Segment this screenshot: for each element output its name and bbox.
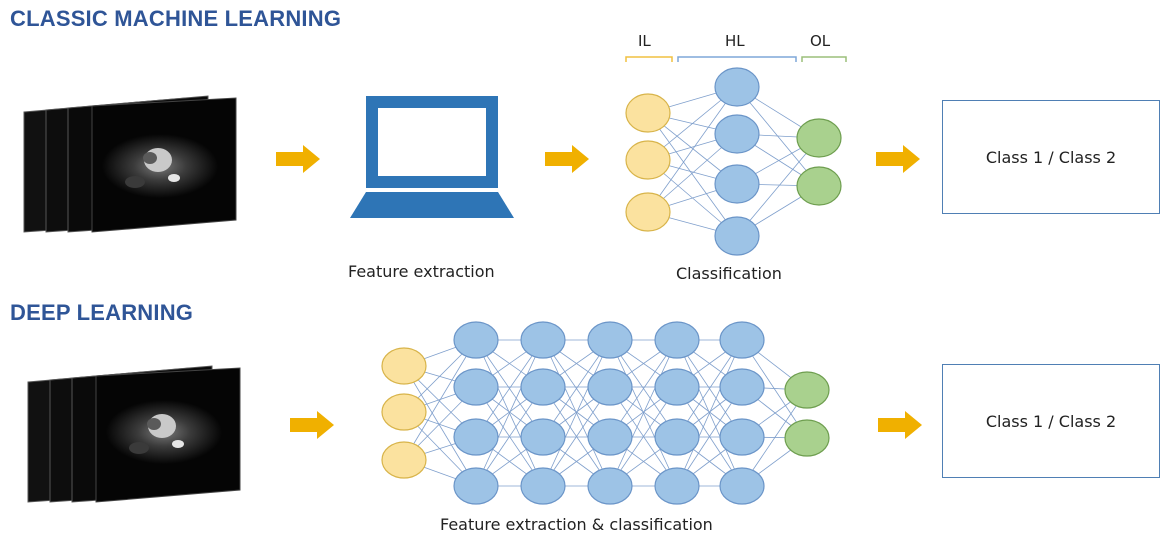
deep-connection	[542, 386, 611, 487]
deep-hidden-node	[719, 321, 765, 359]
output-layer-label: OL	[810, 32, 831, 50]
deep-connection	[676, 386, 743, 487]
deep-hidden-node	[453, 418, 499, 456]
deep-output-node	[784, 371, 830, 409]
deep-connection	[609, 339, 678, 487]
classic-output-node	[796, 118, 842, 158]
classic-hidden-node	[714, 164, 760, 204]
deep-hidden-node	[587, 467, 633, 505]
deep-hidden-node	[719, 368, 765, 406]
classic-connection	[736, 86, 820, 187]
deep-hidden-node	[654, 368, 700, 406]
deep-connection	[475, 339, 544, 487]
classic-hidden-node	[714, 216, 760, 256]
mri-image-stack-deep	[27, 365, 241, 503]
laptop-icon	[350, 96, 514, 218]
deep-hidden-node	[520, 368, 566, 406]
deep-hidden-node	[654, 321, 700, 359]
classic-output-node	[796, 166, 842, 206]
deep-hidden-node	[654, 467, 700, 505]
deep-connection	[542, 339, 611, 487]
deep-hidden-node	[453, 321, 499, 359]
feature-extraction-caption: Feature extraction	[348, 262, 495, 281]
arrow-icon	[878, 411, 922, 439]
classic-output-box: Class 1 / Class 2	[942, 100, 1160, 214]
deep-hidden-node	[520, 467, 566, 505]
deep-learning-title: DEEP LEARNING	[10, 300, 194, 325]
deep-input-node	[381, 441, 427, 479]
deep-hidden-node	[453, 467, 499, 505]
classic-hidden-node	[714, 114, 760, 154]
deep-hidden-node	[719, 467, 765, 505]
mri-image-stack-classic	[23, 95, 237, 233]
deep-connection	[475, 386, 544, 487]
arrow-icon	[876, 145, 920, 173]
classic-output-text: Class 1 / Class 2	[985, 147, 1117, 167]
deep-hidden-node	[587, 321, 633, 359]
deep-connection	[403, 339, 477, 461]
deep-caption: Feature extraction & classification	[440, 515, 713, 534]
arrow-icon	[290, 411, 334, 439]
deep-input-node	[381, 347, 427, 385]
deep-hidden-node	[520, 418, 566, 456]
deep-connection	[609, 386, 678, 487]
classic-connection	[736, 137, 820, 237]
arrow-icon	[545, 145, 589, 173]
hidden-layer-label: HL	[725, 32, 745, 50]
classic-ml-title: CLASSIC MACHINE LEARNING	[10, 6, 342, 31]
deep-connection	[676, 339, 743, 487]
input-layer-label: IL	[638, 32, 651, 50]
deep-hidden-node	[587, 368, 633, 406]
deep-connection	[403, 365, 477, 487]
layer-brackets	[625, 56, 847, 62]
deep-hidden-node	[654, 418, 700, 456]
deep-input-node	[381, 393, 427, 431]
classic-input-node	[625, 93, 671, 133]
deep-output-box: Class 1 / Class 2	[942, 364, 1160, 478]
classic-hidden-node	[714, 67, 760, 107]
arrow-icon	[276, 145, 320, 173]
deep-hidden-node	[587, 418, 633, 456]
deep-hidden-node	[453, 368, 499, 406]
deep-output-node	[784, 419, 830, 457]
classification-caption: Classification	[676, 264, 782, 283]
deep-hidden-node	[719, 418, 765, 456]
classic-input-node	[625, 140, 671, 180]
classic-input-node	[625, 192, 671, 232]
deep-hidden-node	[520, 321, 566, 359]
classic-connection	[647, 86, 738, 213]
deep-output-text: Class 1 / Class 2	[985, 411, 1117, 431]
classic-connection	[647, 112, 738, 237]
